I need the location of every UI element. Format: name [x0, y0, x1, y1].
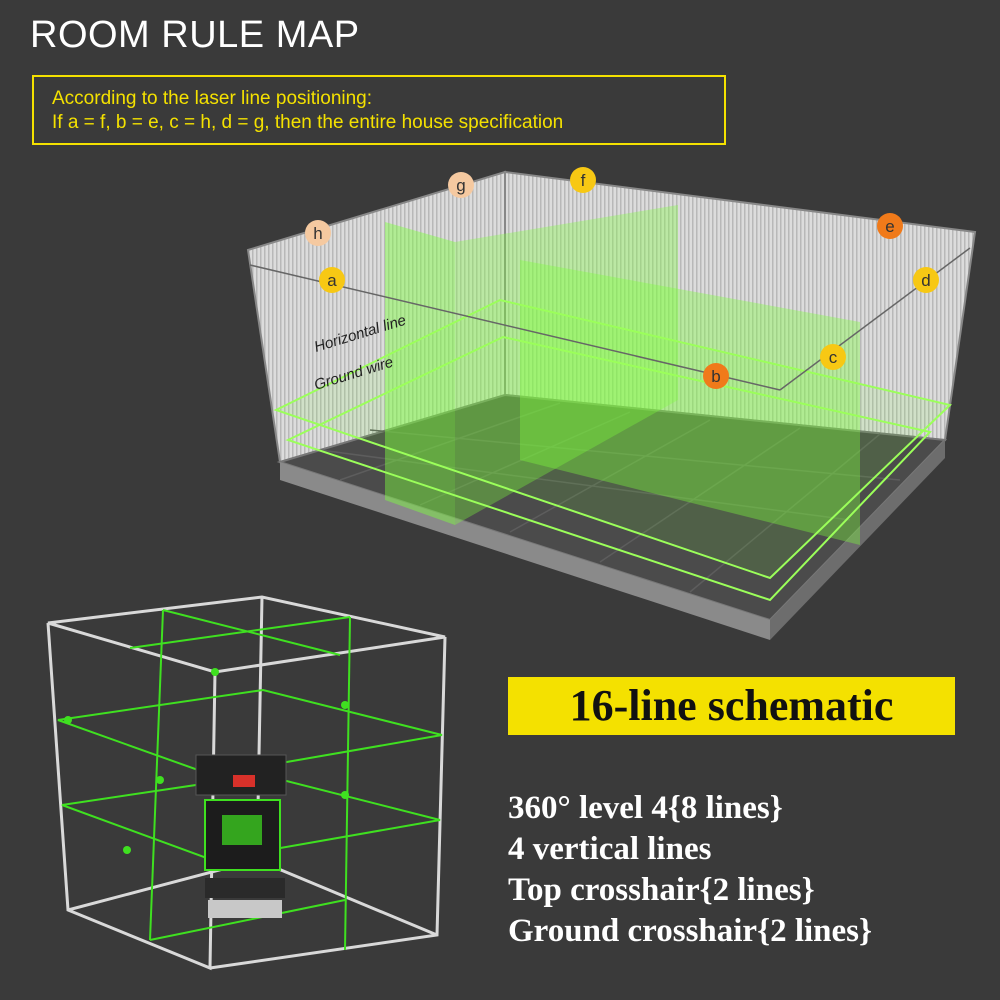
laser-level-device [195, 754, 287, 918]
cube-laser-lines [57, 609, 443, 951]
marker-h: h [305, 220, 331, 246]
marker-c: c [820, 344, 846, 370]
marker-g-label: g [456, 176, 465, 195]
ground-laser-frame [285, 335, 932, 602]
marker-g: g [448, 172, 474, 198]
floor-tiles [319, 402, 901, 593]
cube-laser-points [64, 668, 349, 854]
spec-item-ground-crosshair: Ground crosshair{2 lines} [508, 913, 873, 949]
rule-note-box: According to the laser line positioning:… [32, 75, 726, 145]
spec-item-top-crosshair: Top crosshair{2 lines} [508, 872, 815, 908]
marker-f: f [570, 167, 596, 193]
marker-e-label: e [885, 217, 894, 236]
cube-schematic [46, 595, 447, 971]
reference-line-2 [779, 247, 971, 391]
marker-f-label: f [581, 171, 586, 190]
vertical-laser-plane-2 [455, 205, 678, 525]
horizontal-laser-frame [273, 298, 953, 580]
spec-item-vertical: 4 vertical lines [508, 831, 712, 867]
headline-16-line: 16-line schematic [508, 677, 955, 735]
page-title: ROOM RULE MAP [30, 14, 360, 56]
room-base-right [770, 440, 945, 640]
rule-note-line-2: If a = f, b = e, c = h, d = g, then the … [52, 112, 564, 133]
marker-a: a [319, 267, 345, 293]
spec-item-level: 360° level 4{8 lines} [508, 790, 783, 826]
marker-e: e [877, 213, 903, 239]
spec-list: 360° level 4{8 lines} 4 vertical lines T… [508, 788, 872, 952]
marker-c-label: c [829, 348, 838, 367]
marker-a-label: a [327, 271, 337, 290]
vertical-laser-plane-1 [385, 222, 455, 525]
rule-note-line-1: According to the laser line positioning: [52, 88, 373, 109]
marker-b-label: b [711, 367, 720, 386]
marker-b: b [703, 363, 729, 389]
room-base [280, 462, 770, 640]
marker-h-label: h [313, 224, 322, 243]
marker-d-label: d [921, 271, 930, 290]
vertical-laser-plane-3 [520, 260, 860, 545]
marker-d: d [913, 267, 939, 293]
